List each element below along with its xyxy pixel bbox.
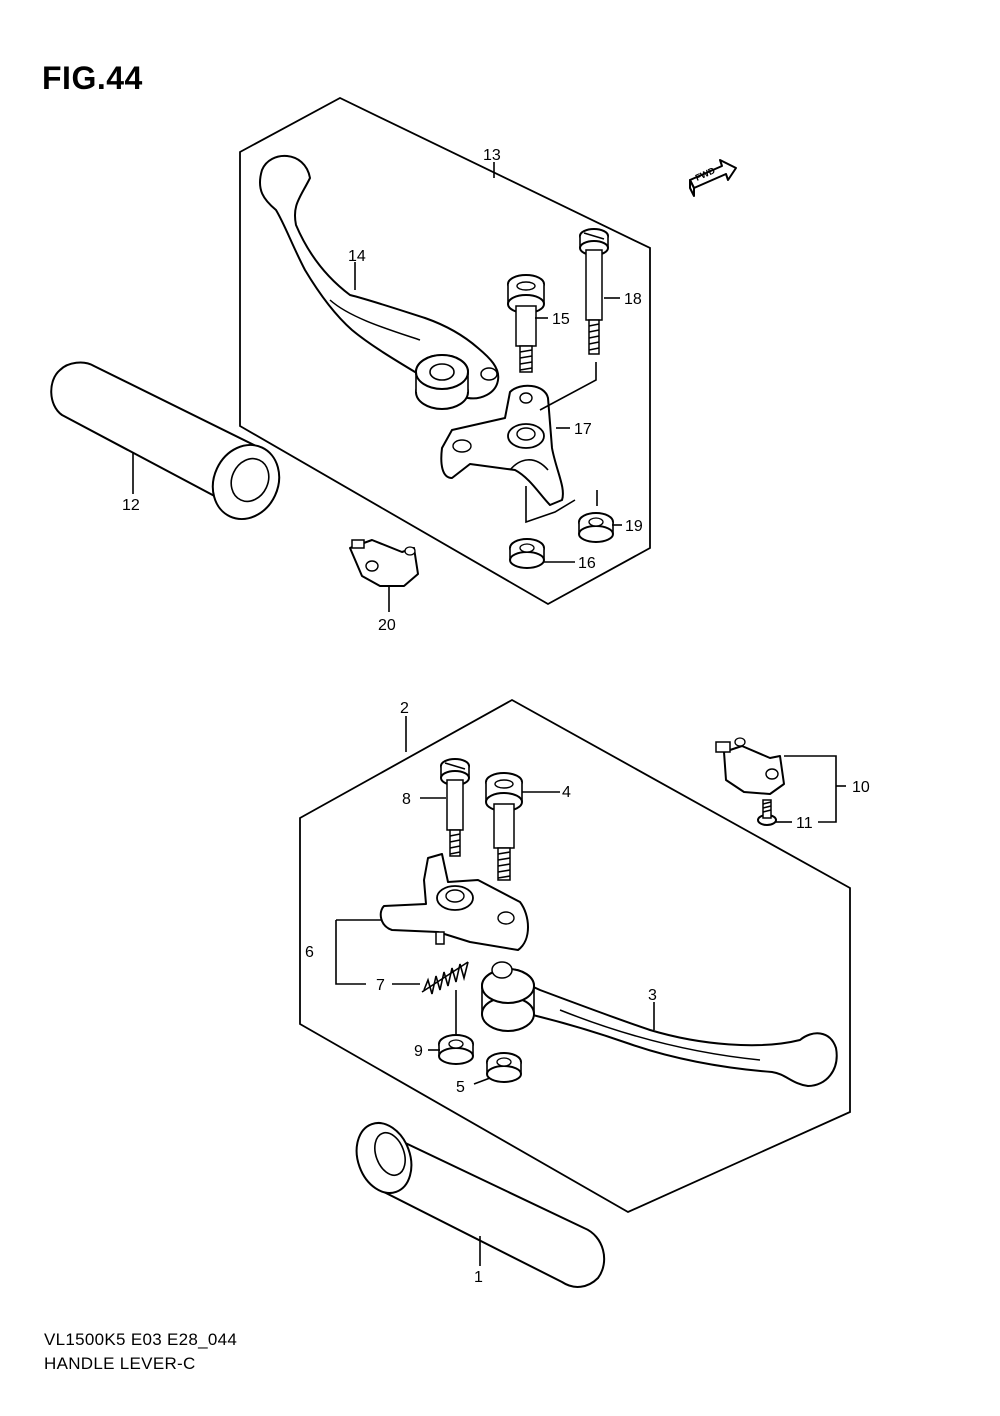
callout-17: 17: [574, 421, 592, 438]
screw-11: [757, 799, 777, 826]
callout-3: 3: [648, 987, 657, 1004]
diagram-name: HANDLE LEVER-C: [44, 1354, 196, 1373]
callout-1: 1: [474, 1269, 483, 1286]
fwd-arrow-icon: FWD: [689, 159, 737, 197]
nut-19: [578, 512, 614, 543]
assembly-2-outline: [299, 698, 851, 1214]
nut-5: [486, 1052, 522, 1083]
callout-6: 6: [305, 944, 314, 961]
callout-11: 11: [796, 815, 813, 832]
callout-4: 4: [562, 784, 571, 801]
bracket-17: [440, 384, 564, 506]
callout-8: 8: [402, 791, 411, 808]
switch-20: [349, 539, 419, 587]
callout-19: 19: [625, 518, 643, 535]
callout-20: 20: [378, 617, 396, 634]
callout-10: 10: [852, 779, 870, 796]
nut-16: [509, 538, 545, 569]
model-code: VL1500K5 E03 E28_044: [44, 1330, 238, 1349]
callout-18: 18: [624, 291, 642, 308]
callout-5: 5: [456, 1079, 465, 1096]
bolt-4: [485, 772, 523, 881]
switch-10: [715, 737, 785, 795]
assembly-13-outline: [239, 96, 651, 606]
lever-3: [481, 961, 838, 1087]
grip-12: [50, 361, 281, 520]
nut-9: [438, 1034, 474, 1065]
figure-title: FIG.44: [42, 60, 143, 96]
callout-16: 16: [578, 555, 596, 572]
pivot-bolt-8: [440, 758, 470, 857]
grip-1: [355, 1122, 606, 1288]
callout-7: 7: [376, 977, 385, 994]
callout-13: 13: [483, 147, 501, 164]
bracket-6: [379, 853, 529, 951]
lever-14: [258, 155, 500, 410]
callout-12: 12: [122, 497, 140, 514]
spring-7: [421, 961, 469, 995]
pivot-bolt-18: [579, 228, 609, 355]
callout-15: 15: [552, 311, 570, 328]
callout-9: 9: [414, 1043, 423, 1060]
bolt-15: [507, 274, 545, 373]
callout-2: 2: [400, 700, 409, 717]
callout-14: 14: [348, 248, 366, 265]
